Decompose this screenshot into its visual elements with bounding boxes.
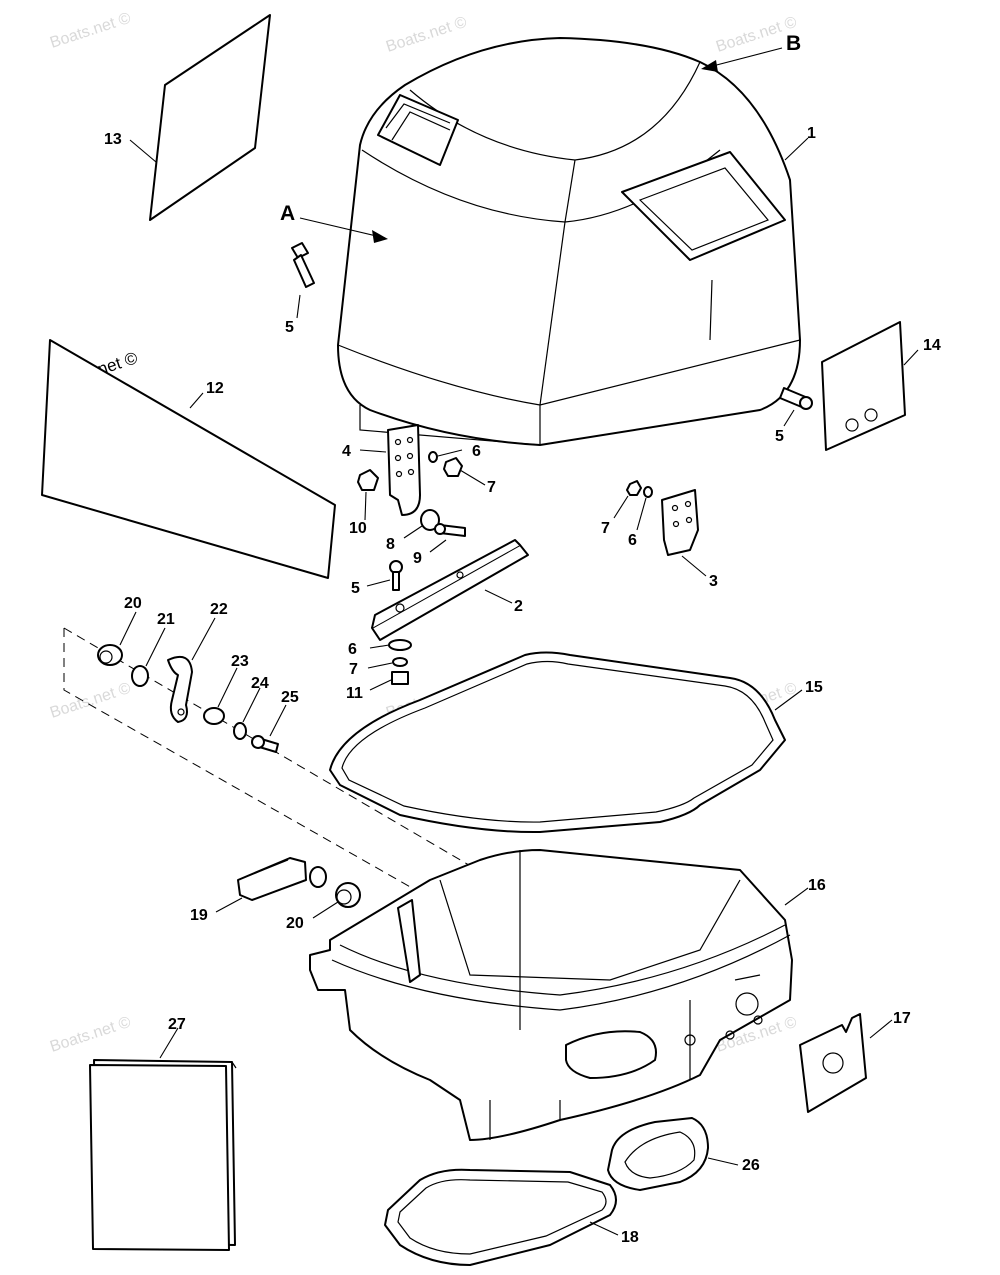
part-label-8: 8 [386, 536, 395, 553]
lever-part-19 [237, 857, 327, 901]
part-label-19: 19 [190, 907, 208, 924]
plate-part-17 [799, 1013, 867, 1113]
decal-part-12 [41, 339, 336, 579]
part-label-4: 4 [342, 443, 351, 460]
part-label-27: 27 [168, 1016, 186, 1033]
screw-part-5c [389, 560, 403, 591]
part-label-1: 1 [807, 125, 816, 142]
watermark: Boats.net © [48, 680, 133, 722]
part-label-5: 5 [285, 319, 294, 336]
part-label-11: 11 [346, 685, 363, 702]
part-label-20: 20 [124, 595, 142, 612]
screw-part-5b [779, 387, 813, 410]
rail-part-2 [371, 539, 529, 641]
part-label-15: 15 [805, 679, 823, 696]
bracket-part-4 [387, 424, 421, 516]
lower-cowl-part-16 [309, 849, 793, 1141]
part-label-5: 5 [351, 580, 360, 597]
bracket-part-3 [626, 480, 699, 556]
part-label-21: 21 [157, 611, 175, 628]
watermark: Boats.net © [48, 10, 133, 52]
manual-part-27 [89, 1059, 237, 1251]
part-label-23: 23 [231, 653, 249, 670]
part-label-14: 14 [923, 337, 941, 354]
part-label-6: 6 [628, 532, 637, 549]
part-label-16: 16 [808, 877, 826, 894]
hardware-4-group [357, 451, 466, 537]
part-label-6: 6 [348, 641, 357, 658]
part-label-12: 12 [206, 380, 224, 397]
hardware-20-25-group [97, 644, 279, 753]
top-cowl-part-1 [337, 37, 801, 446]
part-labels: 1 2 3 4 5 5 5 6 6 6 7 7 7 8 9 10 11 12 1… [104, 125, 941, 1246]
part-label-7: 7 [349, 661, 358, 678]
reference-arrows: A B [280, 32, 801, 243]
hardware-2-group [388, 639, 412, 685]
plate-part-14 [821, 321, 906, 451]
watermark: Boats.net © [384, 14, 469, 56]
part-label-26: 26 [742, 1157, 760, 1174]
seal-part-15 [329, 651, 786, 834]
decal-part-13 [149, 14, 271, 221]
part-label-7: 7 [487, 479, 496, 496]
leader-lines [119, 137, 919, 1236]
part-label-18: 18 [621, 1229, 639, 1246]
ref-label-a: A [280, 202, 295, 225]
grommet-part-20 [335, 882, 361, 908]
part-label-2: 2 [514, 598, 523, 615]
part-label-6: 6 [472, 443, 481, 460]
part-label-17: 17 [893, 1010, 911, 1027]
screw-part-5 [291, 242, 315, 288]
part-label-5: 5 [775, 428, 784, 445]
cap-part-26 [607, 1117, 709, 1191]
part-label-13: 13 [104, 131, 122, 148]
part-label-24: 24 [251, 675, 269, 692]
ref-label-b: B [786, 32, 801, 55]
part-label-22: 22 [210, 601, 228, 618]
part-label-25: 25 [281, 689, 299, 706]
gasket-part-18 [384, 1168, 617, 1266]
part-label-9: 9 [413, 550, 422, 567]
part-label-20: 20 [286, 915, 304, 932]
watermark: Boats.net © [48, 1014, 133, 1056]
part-label-7: 7 [601, 520, 610, 537]
part-label-3: 3 [709, 573, 718, 590]
part-label-10: 10 [349, 520, 367, 537]
